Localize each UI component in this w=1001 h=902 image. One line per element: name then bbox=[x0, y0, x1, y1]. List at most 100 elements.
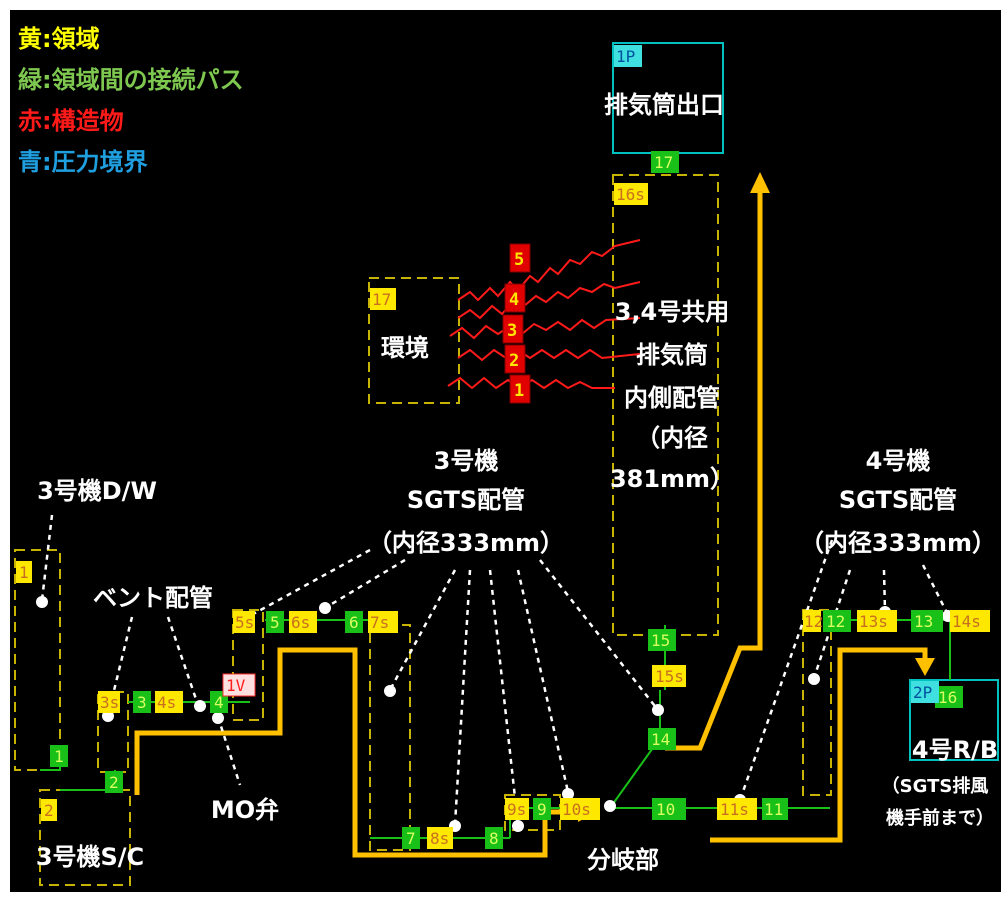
annotation-branch: 分岐部 bbox=[587, 846, 659, 874]
region-label-4s-box bbox=[155, 691, 183, 713]
region-label-1-box bbox=[16, 561, 32, 583]
region-label-9s: 9s bbox=[507, 800, 526, 819]
flow-path-unit3 bbox=[134, 647, 580, 858]
path-label-12: 12 bbox=[826, 612, 845, 631]
structure-label-1-box bbox=[509, 374, 531, 404]
path-label-8-box bbox=[485, 827, 503, 849]
leader-sgts3-g bbox=[539, 559, 659, 711]
path-label-12-box bbox=[823, 610, 851, 632]
path-label-6: 6 bbox=[349, 613, 359, 632]
annotation-unit4-sgts-1: 4号機 bbox=[866, 447, 931, 475]
region-labels: 1 2 17 16s 15s 3s 4s 5s 6s 7s 8s 9s 10s … bbox=[16, 183, 990, 849]
region-label-13s-box bbox=[857, 610, 897, 632]
region-label-2: 2 bbox=[44, 801, 54, 820]
structure-5 bbox=[457, 239, 641, 302]
annotation-shared-stack-5: 381mm） bbox=[610, 465, 734, 493]
region-label-15s: 15s bbox=[655, 667, 684, 686]
path-label-17-box bbox=[651, 151, 679, 173]
region-label-14s: 14s bbox=[952, 612, 981, 631]
annotation-mo-valve: MO弁 bbox=[211, 796, 279, 824]
leader-sgts4-c bbox=[882, 569, 887, 613]
annotation-unit4-sgts-2: SGTS配管 bbox=[839, 486, 957, 514]
structure-label-2: 2 bbox=[509, 351, 519, 371]
path-label-7-box bbox=[402, 827, 420, 849]
annotation-stack-exit: 排気筒出口 bbox=[604, 91, 724, 119]
region-label-12-box bbox=[803, 610, 821, 632]
region-label-9s-box bbox=[505, 798, 529, 820]
flow-path-unit4 bbox=[710, 647, 928, 843]
region-label-6s: 6s bbox=[291, 613, 310, 632]
boundary-labels: 1P 2P 1V bbox=[222, 45, 939, 703]
path-label-7: 7 bbox=[406, 829, 416, 848]
region-label-1: 1 bbox=[19, 563, 29, 582]
region-label-16s-box bbox=[614, 183, 648, 205]
path-label-16: 16 bbox=[938, 688, 957, 707]
legend-red: 赤:構造物 bbox=[18, 107, 124, 135]
boundary-label-1p-box bbox=[614, 45, 642, 67]
leader-dot-vent-b bbox=[194, 700, 206, 712]
flow-arrows bbox=[134, 190, 928, 858]
leader-dot-dw bbox=[36, 596, 48, 608]
path-label-13-box bbox=[911, 610, 943, 632]
path-label-2-box bbox=[105, 771, 123, 793]
region-label-13s: 13s bbox=[859, 612, 888, 631]
leader-dot-7s bbox=[384, 685, 396, 697]
structure-label-3-box bbox=[502, 314, 524, 344]
legend-yellow: 黄:領域 bbox=[18, 25, 100, 53]
region-2-sc bbox=[39, 789, 131, 886]
region-3s bbox=[97, 691, 129, 773]
path-label-14: 14 bbox=[651, 730, 670, 749]
diagram-background bbox=[10, 10, 1001, 892]
structures bbox=[447, 239, 641, 390]
path-label-5-box bbox=[266, 611, 284, 633]
structure-label-5-box bbox=[509, 243, 531, 273]
annotation-shared-stack-4: （内径 bbox=[636, 424, 708, 452]
annotations: 排気筒出口 環境 3,4号共用 排気筒 内側配管 （内径 381mm） 3号機D… bbox=[36, 91, 998, 874]
annotation-unit4-sgts-3: （内径333mm） bbox=[800, 529, 996, 557]
annotation-unit3-sc: 3号機S/C bbox=[36, 843, 144, 871]
region-label-3s-box bbox=[98, 691, 120, 713]
leader-dot-mo bbox=[212, 712, 224, 724]
path-labels: 1 2 3 4 5 6 7 8 9 10 11 12 13 14 15 16 1… bbox=[50, 151, 963, 849]
valve-label-1v-box bbox=[222, 673, 256, 697]
annotation-environment: 環境 bbox=[381, 334, 429, 362]
region-12 bbox=[802, 609, 832, 796]
leader-sgts3-d bbox=[453, 569, 472, 826]
region-label-12: 12 bbox=[804, 612, 823, 631]
annotation-unit4-rb-2: （SGTS排風 bbox=[882, 775, 989, 797]
region-label-8s-box bbox=[427, 827, 453, 849]
annotation-unit3-sgts-2: SGTS配管 bbox=[407, 486, 525, 514]
structure-label-5: 5 bbox=[514, 250, 524, 270]
path-label-15: 15 bbox=[651, 631, 670, 650]
region-label-3s: 3s bbox=[100, 693, 119, 712]
region-label-6s-box bbox=[289, 611, 317, 633]
region-label-16s: 16s bbox=[616, 185, 645, 204]
leader-dot-p8 bbox=[512, 820, 524, 832]
region-label-10s-box bbox=[560, 798, 600, 820]
arrowhead-unit4 bbox=[915, 658, 935, 676]
legend-green: 緑:領域間の接続パス bbox=[18, 66, 244, 94]
path-label-6-box bbox=[345, 611, 363, 633]
leader-dot-9s bbox=[562, 788, 574, 800]
region-label-2-box bbox=[41, 799, 57, 821]
annotation-unit4-rb-3: 機手前まで） bbox=[886, 807, 994, 829]
path-label-8: 8 bbox=[489, 829, 499, 848]
annotation-shared-stack-1: 3,4号共用 bbox=[615, 298, 730, 326]
structure-label-2-box bbox=[504, 344, 526, 374]
leader-lines bbox=[40, 514, 950, 826]
leader-mo bbox=[216, 716, 242, 786]
path-label-10-box bbox=[652, 798, 686, 820]
arrowhead-stack bbox=[750, 172, 770, 193]
structure-label-3: 3 bbox=[507, 321, 517, 341]
region-label-11s-box bbox=[717, 798, 757, 820]
valve-label-1v: 1V bbox=[226, 676, 246, 695]
structure-label-4: 4 bbox=[509, 290, 519, 310]
annotation-shared-stack-2: 排気筒 bbox=[636, 341, 708, 369]
structure-label-4-box bbox=[504, 283, 526, 313]
region-label-11s: 11s bbox=[720, 800, 749, 819]
region-label-4s: 4s bbox=[157, 693, 176, 712]
path-label-10: 10 bbox=[656, 800, 675, 819]
annotation-shared-stack-3: 内側配管 bbox=[624, 384, 720, 412]
